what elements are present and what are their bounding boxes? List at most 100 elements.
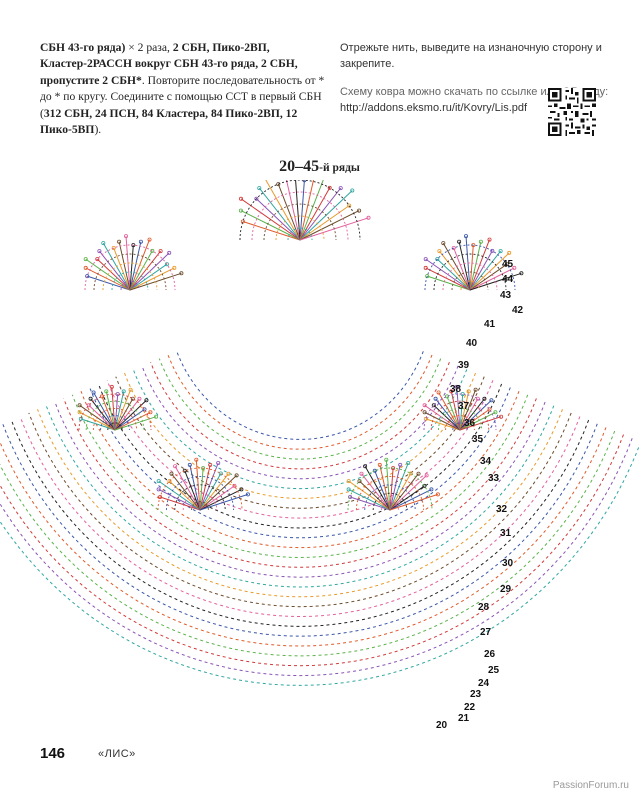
row-number-label: 39 (458, 360, 470, 371)
stitch-loop (124, 234, 129, 239)
stitch-loop (463, 234, 468, 239)
stitch-loop (179, 271, 184, 276)
stitch-row-arc (158, 358, 442, 460)
stitch-loop (167, 479, 172, 484)
stitch-loop (435, 492, 440, 497)
diagram-title-suffix: -й ряды (319, 162, 360, 174)
stitch-loop (218, 471, 223, 476)
fan-arc (100, 415, 130, 431)
download-note: Схему ковра можно скачать по ссылке или … (340, 86, 609, 98)
stitch-spoke (189, 464, 201, 511)
row-number-label: 30 (502, 558, 514, 569)
stitch-spoke (114, 391, 125, 431)
stitch-loop (437, 249, 442, 254)
stitch-spoke (469, 250, 501, 291)
stitch-loop (117, 239, 122, 244)
stitch-loop (487, 237, 492, 242)
stitch-loop (507, 250, 512, 255)
stitch-spoke (453, 247, 471, 291)
stitch-loop (327, 185, 332, 190)
stitch-loop (276, 182, 281, 187)
stitch-loop (473, 387, 478, 392)
row-number-label: 31 (500, 528, 512, 539)
stitch-spoke (258, 187, 301, 241)
fan-arc (182, 492, 218, 511)
stitch-spoke (389, 485, 425, 511)
stitch-loop (238, 196, 243, 201)
stitch-spoke (379, 464, 391, 511)
stitch-loop (194, 457, 199, 462)
row-number-label: 27 (480, 627, 492, 638)
stitch-loop (384, 457, 389, 462)
stitch-loop (128, 387, 133, 392)
stitch-spoke (459, 398, 485, 431)
stitch-spoke (389, 473, 419, 511)
stitch-loop (363, 464, 368, 469)
fan-arc (78, 393, 152, 431)
stitch-spoke (389, 473, 412, 511)
stitch-rows (0, 351, 639, 686)
instruction-bold-2: 2 СБН, Пико-2ВП, Кластер-2РАССН вокруг С… (40, 41, 298, 87)
row-number-label: 20 (436, 720, 448, 731)
stitch-spoke (184, 470, 201, 511)
stitch-spoke (285, 180, 301, 241)
diagram-title-rows: 20–45 (279, 158, 320, 175)
stitch-loop (478, 239, 483, 244)
fan-arc (381, 501, 399, 511)
stitch-row-arc (63, 398, 537, 568)
row-number-label: 44 (502, 274, 514, 285)
fan-arc (263, 203, 337, 241)
row-number-label: 33 (488, 473, 500, 484)
stitch-loop (130, 396, 135, 401)
instruction-plain-1: × 2 раза, (125, 41, 173, 54)
stitch-spoke (129, 241, 142, 291)
fan-arc (93, 253, 167, 291)
stitch-loop (441, 241, 446, 246)
fan-arc (107, 422, 123, 431)
stitch-spoke (425, 418, 461, 431)
stitch-loop (158, 494, 163, 499)
stitch-spoke (240, 210, 301, 241)
stitch-spoke (99, 250, 131, 291)
stitch-spoke (348, 488, 391, 511)
stitch-spoke (199, 475, 237, 511)
stitch-loop (77, 403, 82, 408)
stitch-spoke (90, 398, 116, 431)
stitch-loop (234, 473, 239, 478)
row-number-label: 32 (496, 504, 508, 515)
stitch-loop (208, 462, 213, 467)
fan-arc (347, 467, 433, 511)
row-number-label: 29 (500, 584, 512, 595)
stitch-spoke (459, 391, 470, 431)
stitch-loop (83, 257, 88, 262)
stitch-spoke (295, 180, 301, 241)
fan-arc (442, 262, 498, 291)
stitch-spoke (105, 391, 116, 431)
download-link[interactable]: http://addons.eksmo.ru/it/Kovry/Lis.pdf (340, 102, 528, 114)
stitch-loop (187, 462, 192, 467)
stitch-spoke (459, 411, 496, 431)
stitch-loop (408, 471, 413, 476)
stitch-loop (398, 462, 403, 467)
stitch-loop (338, 186, 343, 191)
fan-arc (239, 180, 361, 241)
fan-arc (451, 271, 489, 291)
fan-arc (120, 280, 140, 291)
stitch-loop (142, 407, 147, 412)
stitch-spoke (433, 404, 461, 431)
stitch-loop (254, 196, 259, 201)
row-number-label: 36 (464, 418, 476, 429)
stitch-loop (423, 257, 428, 262)
stitch-loop (490, 248, 495, 253)
stitch-loop (377, 462, 382, 467)
stitch-spoke (171, 473, 201, 511)
stitch-loop (444, 394, 449, 399)
stitch-spoke (129, 263, 168, 291)
stitch-spoke (299, 210, 360, 241)
stitch-loop (425, 274, 430, 279)
stitch-loop (423, 416, 428, 421)
stitch-loop (487, 407, 492, 412)
qr-code-icon[interactable] (548, 88, 596, 136)
stitch-row-arc (80, 391, 520, 549)
stitch-spoke (199, 485, 235, 511)
